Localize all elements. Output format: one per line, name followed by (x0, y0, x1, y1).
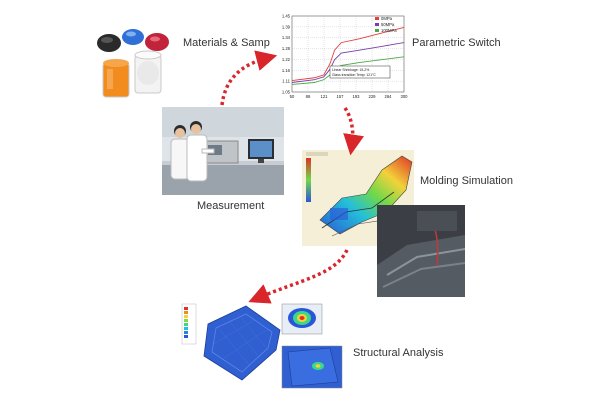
y-tick-label: 1.05 (282, 90, 291, 95)
y-tick-label: 1.39 (282, 24, 291, 29)
x-tick-label: 157 (337, 94, 345, 99)
arrow-parametric-to-molding (343, 106, 364, 156)
legend-label: 100MPa (381, 28, 397, 33)
legend-swatch (375, 17, 379, 20)
x-tick-label: 50 (290, 94, 295, 99)
measurement-lab-photo (162, 107, 284, 195)
x-tick-label: 121 (321, 94, 329, 99)
y-tick-label: 1.16 (282, 68, 291, 73)
y-tick-labels: 1.45 1.39 1.34 1.28 1.22 1.16 1.11 1.05 (282, 14, 291, 95)
x-tick-label: 264 (385, 94, 393, 99)
structural-analysis-image (181, 303, 343, 389)
grid-lines (291, 15, 405, 93)
x-tick-label: 229 (369, 94, 377, 99)
y-tick-label: 1.11 (282, 79, 291, 84)
y-tick-label: 1.22 (282, 57, 291, 62)
annotation-box: Linear Shrinkage: 15-2% Glass transition… (329, 65, 391, 79)
x-tick-labels: 50 86 121 157 193 229 264 300 (290, 94, 408, 99)
arrow-molding-to-structural (248, 249, 349, 304)
measurement-label: Measurement (197, 200, 265, 212)
legend-swatch (375, 23, 379, 26)
legend-label: 50MPa (381, 22, 395, 27)
x-tick-label: 86 (306, 94, 311, 99)
parametric-chart: 1.45 1.39 1.34 1.28 1.22 1.16 1.11 1.05 50 86 121… (270, 10, 410, 105)
materials-label: Materials & Samples (183, 37, 284, 49)
molded-part-photo (377, 205, 465, 297)
series-line-50MPa (291, 42, 405, 83)
arrow-measurement-to-parametric (220, 50, 278, 106)
x-tick-label: 193 (353, 94, 361, 99)
annotation-line-2: Glass transition Temp: 121°C (332, 73, 376, 77)
legend-swatch (375, 29, 379, 32)
x-tick-label: 300 (401, 94, 409, 99)
annotation-line-1: Linear Shrinkage: 15-2% (332, 68, 369, 72)
y-tick-label: 1.34 (282, 35, 291, 40)
y-tick-label: 1.45 (282, 14, 291, 19)
structural-label: Structural Analysis (353, 347, 444, 359)
y-tick-label: 1.28 (282, 46, 291, 51)
molding-label: Molding Simulation (420, 175, 513, 187)
series-line-0MPa (291, 26, 405, 82)
parametric-label: Parametric Switch (412, 37, 501, 49)
legend-label: 0MPa (381, 16, 393, 21)
materials-pellets-image (97, 29, 169, 98)
